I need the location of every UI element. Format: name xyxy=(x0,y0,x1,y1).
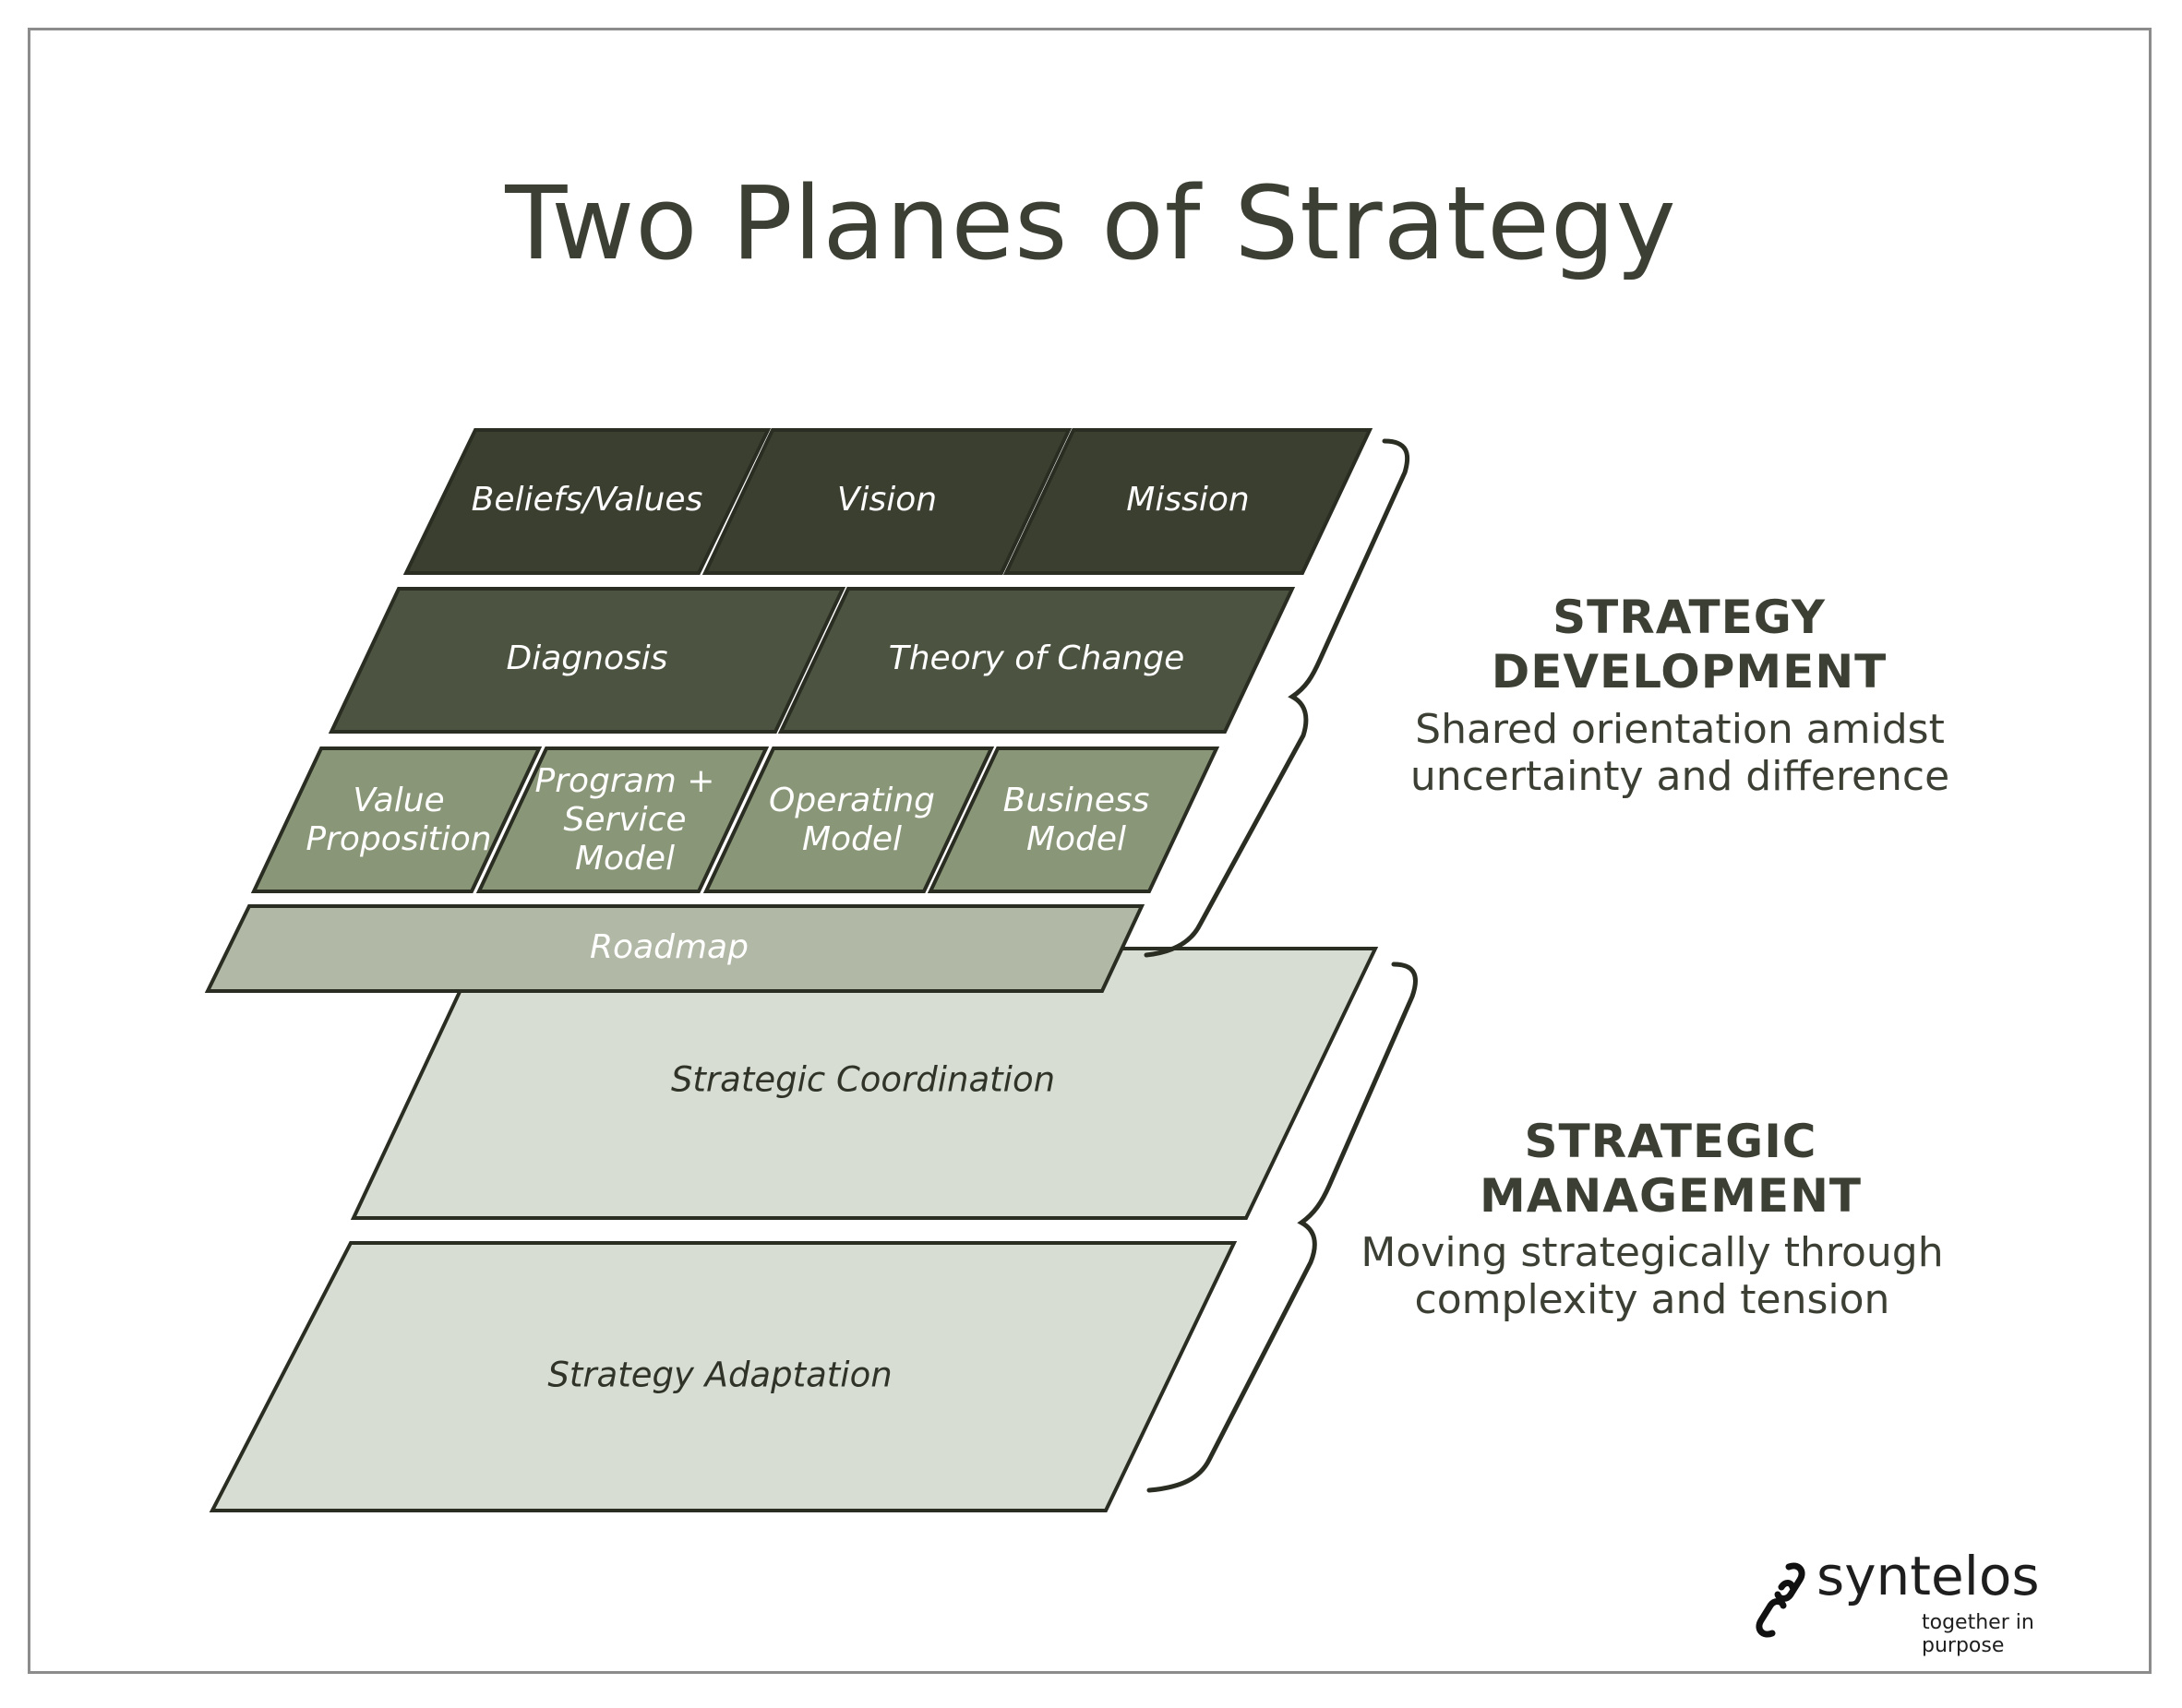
row3-block-3-label: Operating xyxy=(769,782,935,819)
management-heading-line2: MANAGEMENT xyxy=(1479,1169,1863,1223)
development-subtitle: Shared orientation amidst uncertainty an… xyxy=(1366,706,1994,800)
page-title: Two Planes of Strategy xyxy=(505,164,1677,282)
row1-block-3-shape xyxy=(1002,428,1373,575)
roadmap-block-shape xyxy=(204,904,1145,993)
row1-block-1: Beliefs/Values xyxy=(402,428,772,575)
development-heading: STRATEGY DEVELOPMENT xyxy=(1394,591,1984,699)
management-heading: STRATEGIC MANAGEMENT xyxy=(1375,1115,1966,1224)
logo-tagline: together in purpose xyxy=(1922,1611,2034,1657)
development-heading-line2: DEVELOPMENT xyxy=(1491,645,1888,699)
row3-block-2-label: Service xyxy=(563,801,686,839)
page-frame xyxy=(28,28,2152,1674)
strategy-adaptation-plane-shape xyxy=(209,1241,1238,1512)
row2-block-2-label: Theory of Change xyxy=(889,639,1185,677)
row1-block-1-shape xyxy=(402,428,772,575)
row3-block-2-shape xyxy=(475,747,770,893)
row2-block-1: Diagnosis xyxy=(328,587,846,734)
strategy-adaptation-plane-label: Strategy Adaptation xyxy=(547,1356,892,1395)
row2-block-2: Theory of Change xyxy=(777,587,1296,734)
row3-block-4-shape xyxy=(927,747,1220,893)
row1-block-1-label: Beliefs/Values xyxy=(472,481,703,519)
logo-name: syntelos xyxy=(1816,1545,2040,1607)
strategy-adaptation-plane: Strategy Adaptation xyxy=(209,1241,1238,1512)
roadmap-block-label: Roadmap xyxy=(590,928,749,966)
syntelos-logo: syntelos together in purpose xyxy=(1754,1545,2123,1657)
strategic-coordination-plane: Strategic Coordination xyxy=(350,947,1379,1220)
development-brace xyxy=(1144,438,1410,958)
row1-block-2-shape xyxy=(701,428,1073,575)
row3-block-2-label: Model xyxy=(575,840,675,878)
row3-block-3-label: Model xyxy=(802,820,902,858)
management-subtitle-line1: Moving strategically through xyxy=(1361,1229,1944,1276)
row1-block-3: Mission xyxy=(1002,428,1373,575)
management-brace xyxy=(1146,961,1418,1493)
row1-block-3-label: Mission xyxy=(1126,481,1249,519)
development-subtitle-line2: uncertainty and difference xyxy=(1409,753,1950,800)
row1-block-2: Vision xyxy=(701,428,1073,575)
row1-block-2-label: Vision xyxy=(837,481,937,519)
management-subtitle-line2: complexity and tension xyxy=(1414,1276,1890,1323)
row3-block-3-shape xyxy=(702,747,995,893)
row3-block-1-label: Proposition xyxy=(306,820,491,858)
row3-block-4-label: Model xyxy=(1026,820,1126,858)
management-subtitle: Moving strategically through complexity … xyxy=(1338,1229,1966,1323)
row2-block-1-shape xyxy=(328,587,846,734)
row3-block-2-label: Program + xyxy=(535,762,715,800)
strategic-coordination-plane-label: Strategic Coordination xyxy=(671,1060,1055,1100)
row2-block-1-label: Diagnosis xyxy=(507,639,668,677)
management-heading-line1: STRATEGIC xyxy=(1524,1115,1817,1168)
row3-block-4-label: Business xyxy=(1003,782,1150,819)
row3-block-1-label: Value xyxy=(353,782,444,819)
roadmap-block: Roadmap xyxy=(204,904,1145,993)
chain-link-icon xyxy=(1756,1562,1805,1638)
row3-block-1-shape xyxy=(250,747,543,893)
development-subtitle-line1: Shared orientation amidst xyxy=(1415,706,1945,753)
row2-block-2-shape xyxy=(777,587,1296,734)
development-heading-line1: STRATEGY xyxy=(1553,591,1826,644)
